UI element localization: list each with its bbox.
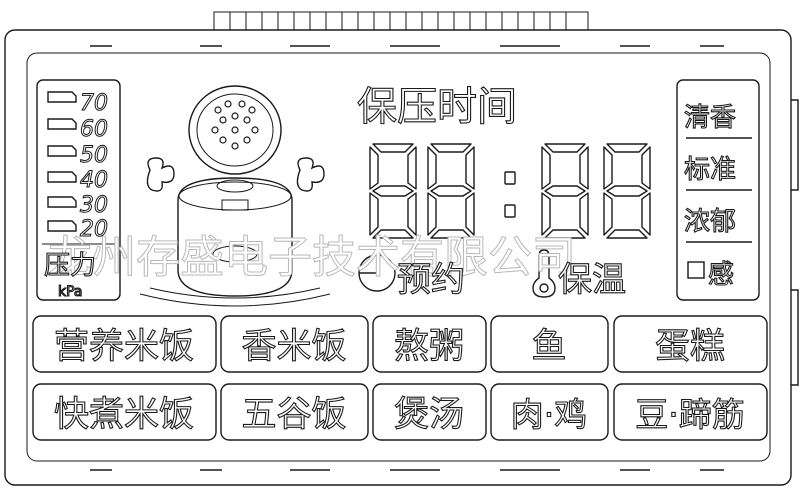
sense-label: 感: [708, 260, 734, 290]
program-soup: 煲汤: [394, 395, 464, 435]
flavor-standard: 标准: [684, 155, 736, 185]
program-nutrition-rice: 营养米饭: [54, 327, 194, 367]
flavor-panel-frame: [676, 79, 760, 301]
flavor-fragrant: 清香: [684, 103, 736, 133]
rice-cooker-illustration: [139, 85, 331, 307]
keep-warm-label: 保温: [558, 260, 626, 300]
pressure-level-20: 20: [80, 217, 108, 242]
program-button-frames: [32, 315, 768, 441]
program-porridge: 熬粥: [394, 327, 464, 367]
pressure-level-30: 30: [80, 193, 108, 218]
program-fish: 鱼: [531, 327, 566, 367]
reserve-label: 预约: [397, 260, 465, 300]
digit-3: [541, 143, 589, 239]
sense-checkbox: [687, 261, 705, 279]
pressure-level-boxes: [47, 91, 77, 232]
side-tabs: [791, 99, 799, 386]
program-quick-rice: 快煮米饭: [54, 395, 194, 435]
program-cake: 蛋糕: [655, 327, 725, 367]
pressure-level-70: 70: [80, 91, 108, 116]
pressure-level-60: 60: [80, 117, 108, 142]
reserve-clock-icon: [358, 254, 396, 292]
program-fragrant-rice: 香米饭: [241, 327, 346, 367]
program-meat-chicken: 肉·鸡: [511, 395, 588, 434]
pressure-level-50: 50: [80, 143, 108, 168]
digit-1: [369, 143, 417, 239]
watermark-text: 龙州存盛电子技术有限公司: [48, 232, 576, 283]
digit-2: [427, 143, 475, 239]
thermometer-icon: [532, 249, 556, 298]
clock-colon: [504, 171, 516, 218]
clock-digits: [369, 143, 651, 239]
program-multigrain: 五谷饭: [241, 395, 346, 435]
lcd-inner-frame: [26, 52, 771, 462]
pressure-level-40: 40: [80, 168, 108, 193]
program-bean-tendon: 豆·蹄筋: [635, 395, 745, 434]
flavor-rich: 浓郁: [684, 207, 736, 237]
pressure-unit: kPa: [58, 284, 83, 300]
connector-pins: [213, 11, 589, 31]
time-title: 保压时间: [357, 84, 517, 130]
border-dashes: [90, 45, 724, 471]
pressure-panel-frame: [36, 79, 121, 301]
digit-4: [603, 143, 651, 239]
pressure-label: 压力: [44, 251, 96, 281]
